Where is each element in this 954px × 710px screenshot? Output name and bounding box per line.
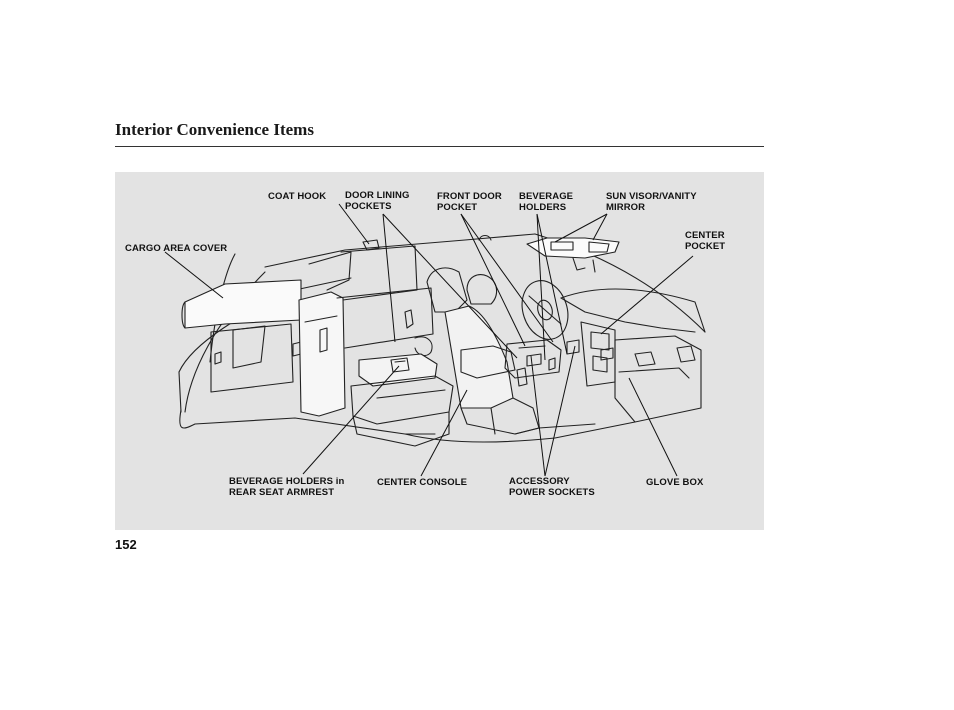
center-console-label: CENTER CONSOLE (377, 477, 468, 488)
sun-visor-vanity-mirror-label: SUN VISOR/VANITY MIRROR (606, 191, 697, 213)
page-title: Interior Convenience Items (115, 120, 314, 139)
glove-box-label: GLOVE BOX (646, 477, 704, 488)
title-divider (115, 146, 764, 147)
door-lining-pockets-label: DOOR LINING POCKETS (345, 190, 410, 212)
interior-diagram-panel: COAT HOOK DOOR LINING POCKETS FRONT DOOR… (115, 172, 764, 530)
vehicle-interior-illustration (164, 203, 706, 477)
center-pocket-label: CENTER POCKET (685, 230, 726, 252)
page-number: 152 (115, 537, 137, 552)
front-door-pocket-label: FRONT DOOR POCKET (437, 191, 502, 213)
accessory-power-sockets-label: ACCESSORY POWER SOCKETS (509, 476, 595, 498)
cargo-area-cover-label: CARGO AREA COVER (125, 243, 228, 254)
beverage-holders-label: BEVERAGE HOLDERS (519, 191, 574, 213)
coat-hook-label: COAT HOOK (268, 191, 327, 202)
beverage-holders-rear-seat-armrest-label: BEVERAGE HOLDERS in REAR SEAT ARMREST (229, 476, 345, 498)
